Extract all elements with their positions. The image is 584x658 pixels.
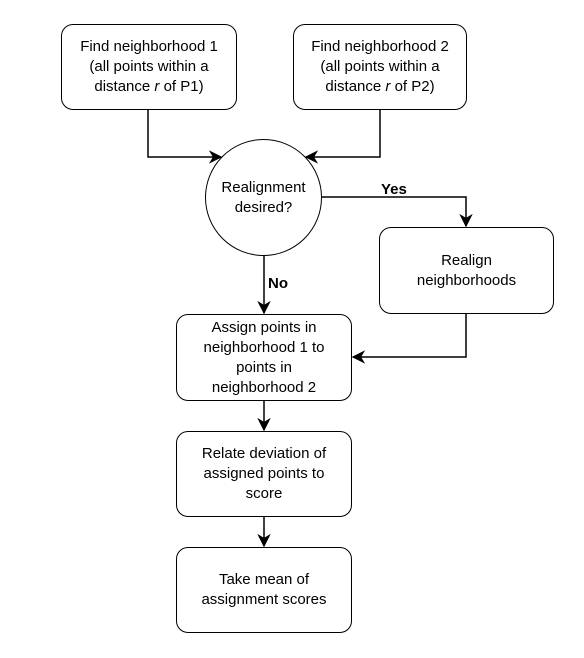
edge-realign-to-assign bbox=[351, 314, 467, 364]
realign-neighborhoods-box: Realign neighborhoods bbox=[379, 227, 554, 314]
yes-edge-label: Yes bbox=[381, 181, 407, 198]
find2-dist-pre: distance bbox=[325, 78, 386, 95]
find2-line-3: distance r of P2) bbox=[325, 77, 434, 97]
relate-line-2: assigned points to bbox=[203, 465, 325, 482]
mean-line-1: Take mean of bbox=[218, 571, 310, 588]
assign-line-4: neighborhood 2 bbox=[211, 378, 317, 396]
mean-line-2: assignment scores bbox=[201, 591, 327, 608]
find2-line-1: Find neighborhood 2 bbox=[311, 38, 449, 55]
find1-line-1: Find neighborhood 1 bbox=[80, 38, 218, 55]
assign-line-2: neighborhood 1 to bbox=[203, 338, 325, 356]
find2-dist-var: r bbox=[385, 78, 391, 95]
find1-dist-var: r bbox=[154, 78, 160, 95]
assign-line-1: Assign points in bbox=[211, 318, 317, 336]
take-mean-box: Take mean of assignment scores bbox=[176, 547, 352, 633]
no-edge-label: No bbox=[268, 275, 288, 292]
decision-line-1: Realignment bbox=[221, 178, 306, 196]
realign-line-2: neighborhoods bbox=[416, 271, 517, 289]
edge-find1-to-decision bbox=[147, 110, 223, 164]
find1-dist-pre: distance bbox=[94, 78, 155, 95]
find1-line-3: distance r of P1) bbox=[94, 77, 203, 97]
find1-line-2: (all points within a bbox=[89, 58, 209, 75]
edge-decision-yes-to-realign bbox=[322, 196, 473, 228]
find-neighborhood-2-box: Find neighborhood 2 (all points within a… bbox=[293, 24, 467, 110]
edge-find2-to-decision bbox=[304, 110, 381, 164]
assign-line-3: points in bbox=[236, 358, 292, 376]
find1-dist-post: of P1) bbox=[159, 78, 204, 95]
decision-line-2: desired? bbox=[234, 198, 293, 216]
find-neighborhood-1-box: Find neighborhood 1 (all points within a… bbox=[61, 24, 237, 110]
realignment-decision-node: Realignment desired? bbox=[205, 139, 322, 256]
find2-dist-post: of P2) bbox=[390, 78, 435, 95]
assign-points-box: Assign points in neighborhood 1 to point… bbox=[176, 314, 352, 401]
realign-line-1: Realign bbox=[441, 251, 492, 269]
find2-line-2: (all points within a bbox=[320, 58, 440, 75]
relate-line-1: Relate deviation of bbox=[201, 445, 327, 462]
relate-line-3: score bbox=[245, 485, 283, 502]
relate-deviation-box: Relate deviation of assigned points to s… bbox=[176, 431, 352, 517]
